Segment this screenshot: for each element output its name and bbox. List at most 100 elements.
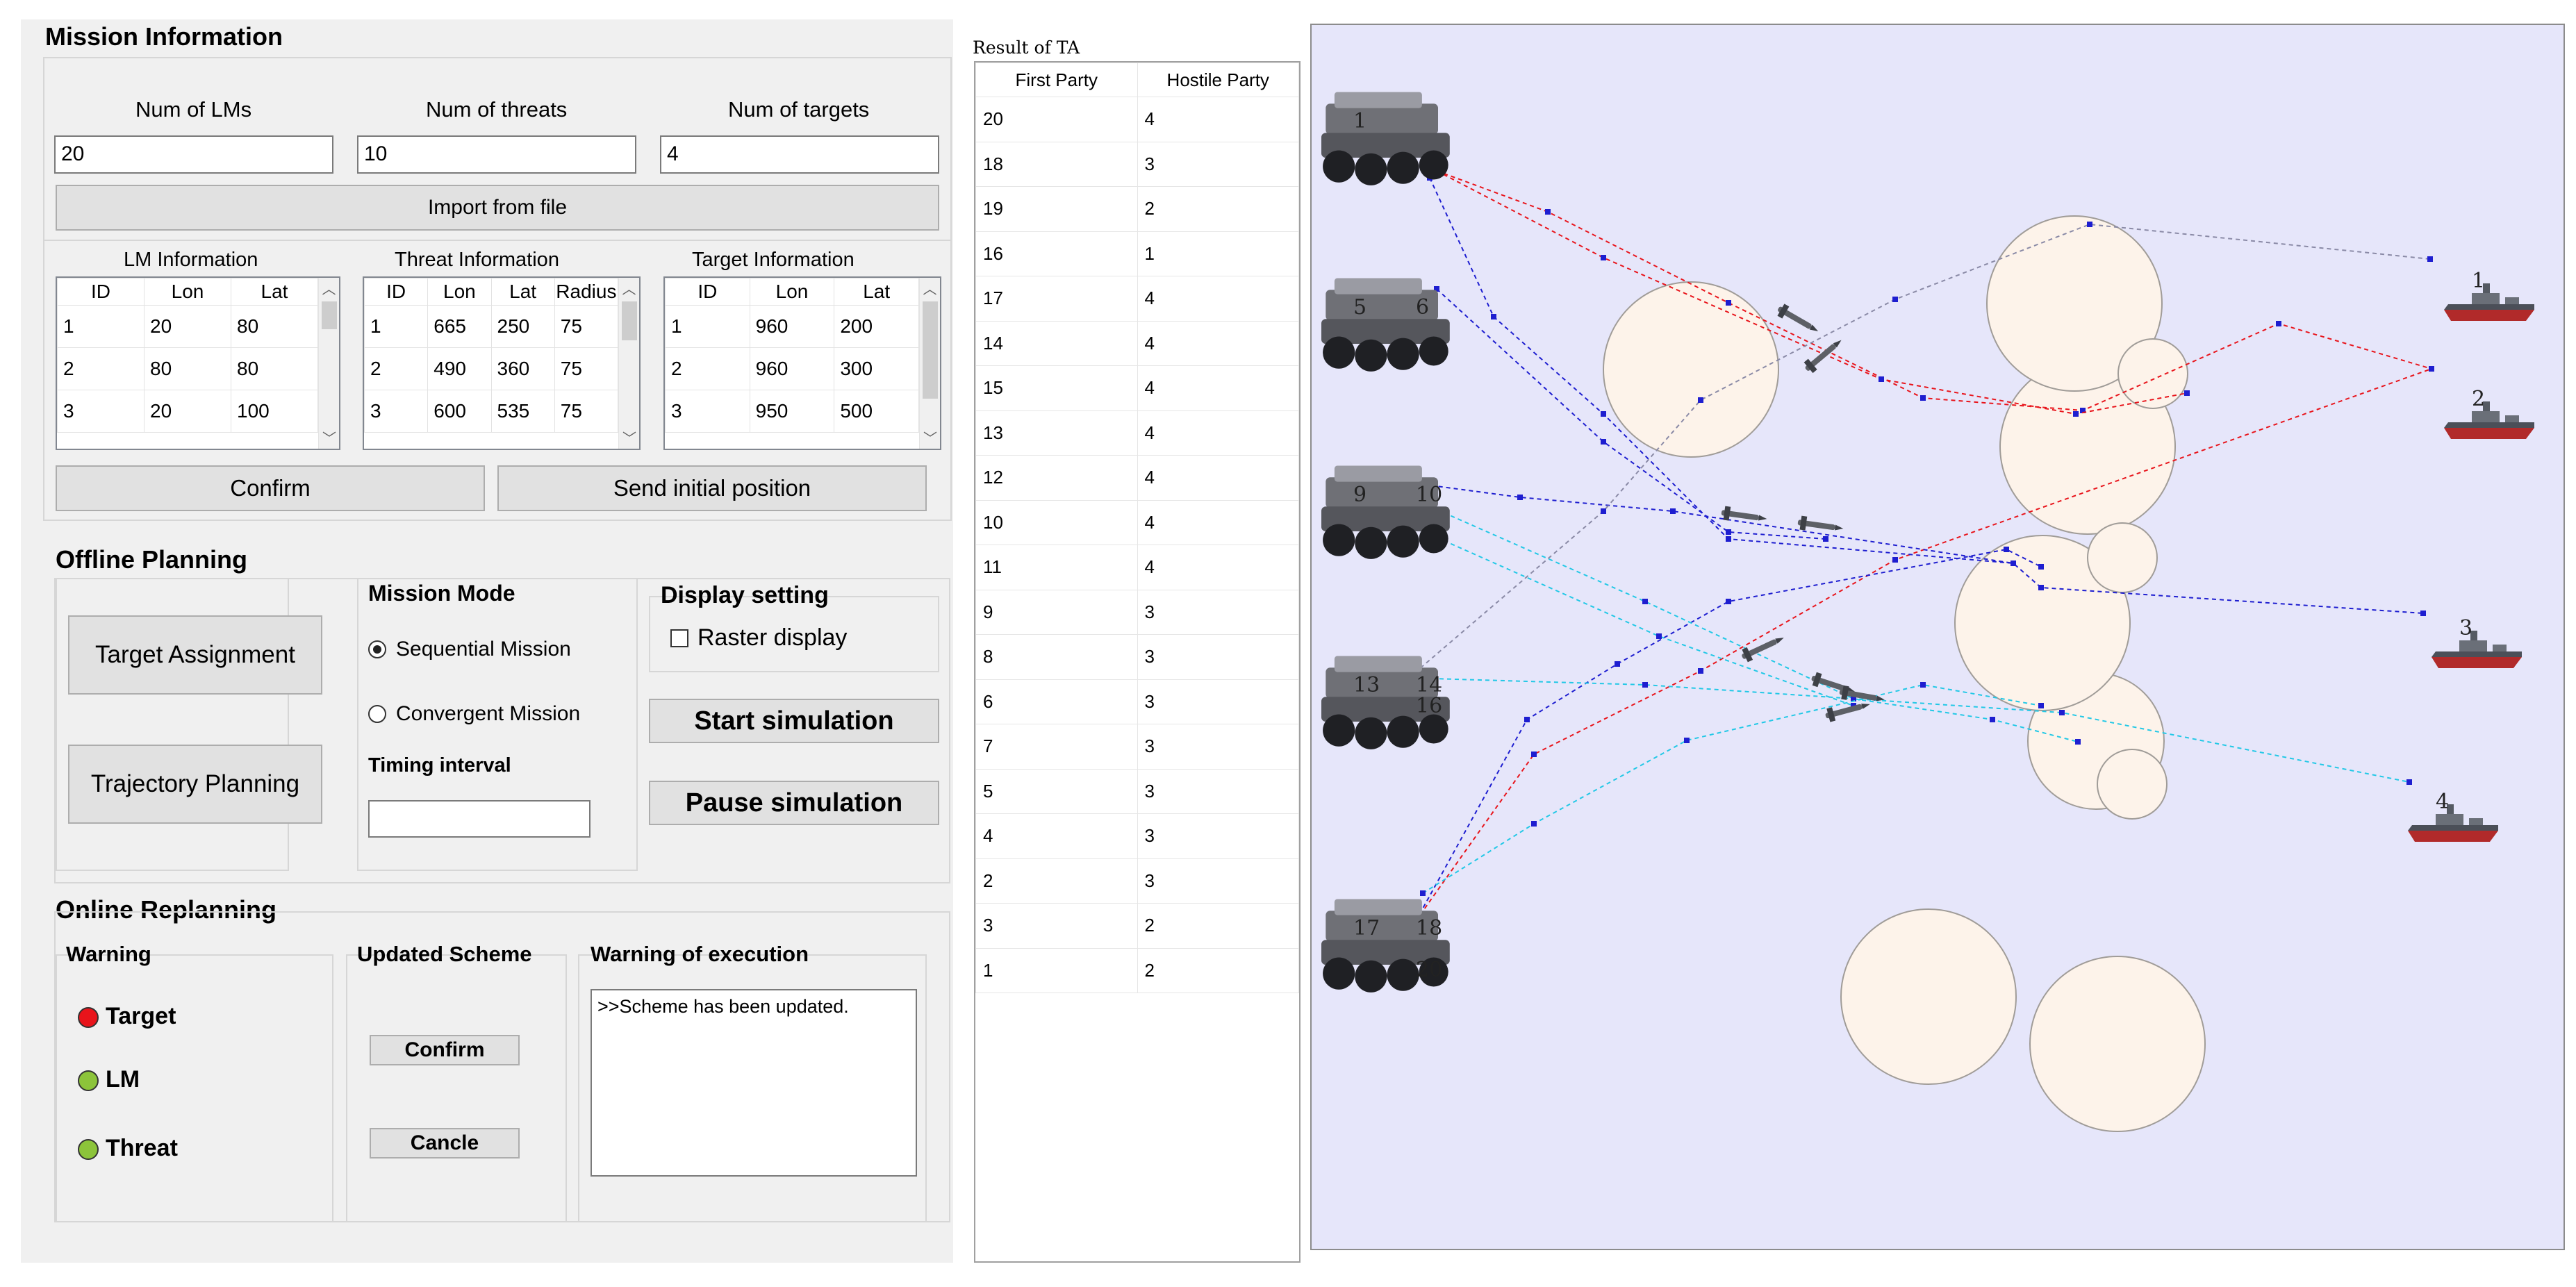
table-row[interactable]: 3 600 535 75 <box>364 390 619 433</box>
send-initial-position-button[interactable]: Send initial position <box>497 465 927 511</box>
scroll-up-icon[interactable]: ︿ <box>322 282 336 297</box>
num-targets-input[interactable]: 4 <box>660 135 939 174</box>
launcher-vehicle-icon <box>1321 465 1450 559</box>
num-targets-label: Num of targets <box>728 97 870 122</box>
sequential-mission-label[interactable]: Sequential Mission <box>396 638 571 661</box>
start-simulation-button[interactable]: Start simulation <box>649 699 939 743</box>
threat-table: ID Lon Lat Radius 1 665 250 75 2 490 360… <box>364 278 619 433</box>
table-row[interactable]: 3 950 500 <box>665 390 919 433</box>
scroll-down-icon[interactable]: ﹀ <box>322 431 336 447</box>
vehicle-id-label: 9 <box>1353 483 1367 507</box>
lm-col-lon: Lon <box>144 278 231 306</box>
raster-display-label[interactable]: Raster display <box>697 624 848 651</box>
pause-simulation-button[interactable]: Pause simulation <box>649 781 939 825</box>
scheme-confirm-button[interactable]: Confirm <box>370 1035 520 1065</box>
vehicle-id-label: 17 <box>1353 916 1380 940</box>
trajectory-route <box>1415 548 2042 922</box>
trajectory-route <box>1408 524 1854 706</box>
mission-mode-title: Mission Mode <box>368 581 515 606</box>
scroll-thumb[interactable] <box>622 301 637 340</box>
waypoint-marker <box>2038 564 2044 570</box>
num-threats-label: Num of threats <box>426 97 568 122</box>
waypoint-marker <box>2406 779 2412 785</box>
table-row[interactable]: 2 960 300 <box>665 347 919 390</box>
waypoint-marker <box>1517 495 1523 500</box>
waypoint-marker <box>2073 411 2079 417</box>
num-threats-input[interactable]: 10 <box>357 135 636 174</box>
ta-result-title: Result of TA <box>973 38 1080 58</box>
scroll-thumb[interactable] <box>923 301 938 399</box>
scroll-down-icon[interactable]: ﹀ <box>622 431 636 447</box>
vehicle-id-label: 6 <box>1416 295 1429 319</box>
lm-table-frame: ID Lon Lat 1 20 80 2 80 80 3 20 100 ︿ ﹀ <box>56 276 340 450</box>
lm-table-scrollbar[interactable]: ︿ ﹀ <box>318 278 339 449</box>
vehicle-id-label: 20 <box>1416 958 1442 982</box>
waypoint-marker <box>1698 397 1703 403</box>
confirm-mission-button[interactable]: Confirm <box>56 465 485 511</box>
trajectory-planning-button[interactable]: Trajectory Planning <box>68 745 322 824</box>
waypoint-marker <box>1990 717 1995 722</box>
trajectory-route <box>1408 677 2410 783</box>
table-row[interactable]: 3 20 100 <box>57 390 318 433</box>
convergent-mission-label[interactable]: Convergent Mission <box>396 702 581 725</box>
table-row[interactable]: 1 20 80 <box>57 305 318 348</box>
table-row[interactable]: 2 490 360 75 <box>364 347 619 390</box>
timing-interval-label: Timing interval <box>368 754 511 777</box>
scheme-cancel-button[interactable]: Cancle <box>370 1128 520 1159</box>
sequential-mission-radio[interactable] <box>368 640 386 658</box>
scroll-thumb[interactable] <box>322 301 337 329</box>
threat-table-scrollbar[interactable]: ︿ ﹀ <box>618 278 639 449</box>
waypoint-marker <box>1726 536 1731 542</box>
trajectory-route <box>1436 288 1826 540</box>
scroll-down-icon[interactable]: ﹀ <box>923 431 937 447</box>
waypoint-marker <box>2004 547 2009 552</box>
lm-col-lat: Lat <box>231 278 318 306</box>
scroll-up-icon[interactable]: ︿ <box>622 282 636 297</box>
num-lms-input[interactable]: 20 <box>54 135 333 174</box>
convergent-mission-radio[interactable] <box>368 705 386 723</box>
lm-info-title: LM Information <box>124 249 258 271</box>
import-from-file-button[interactable]: Import from file <box>56 185 939 231</box>
table-row[interactable]: 1 960 200 <box>665 305 919 348</box>
raster-display-checkbox[interactable] <box>670 629 688 647</box>
target-assignment-button[interactable]: Target Assignment <box>68 615 322 695</box>
timing-interval-input[interactable] <box>368 800 591 838</box>
table-row[interactable]: 2 80 80 <box>57 347 318 390</box>
target-table-scrollbar[interactable]: ︿ ﹀ <box>919 278 940 449</box>
threat-zone <box>2029 956 2206 1132</box>
target-id-label: 1 <box>2472 269 2485 293</box>
waypoint-marker <box>1642 599 1648 604</box>
waypoint-marker <box>1726 599 1731 604</box>
lm-warning-label: LM <box>106 1066 140 1093</box>
execution-warning-textarea[interactable]: >>Scheme has been updated. <box>591 989 917 1177</box>
table-row[interactable]: 1 665 250 75 <box>364 305 619 348</box>
mission-info-title: Mission Information <box>45 22 283 51</box>
waypoint-marker <box>1531 752 1537 757</box>
waypoint-marker <box>1531 821 1537 827</box>
scroll-up-icon[interactable]: ︿ <box>923 282 937 297</box>
target-table: ID Lon Lat 1 960 200 2 960 300 3 950 500 <box>665 278 919 433</box>
waypoint-marker <box>1601 411 1606 417</box>
